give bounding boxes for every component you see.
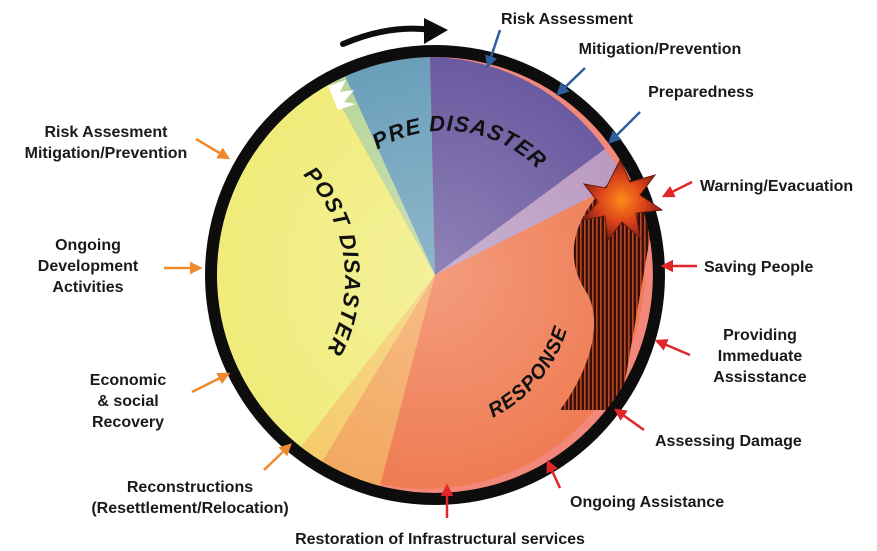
label-ongoing-dev-2: Development: [38, 258, 139, 275]
label-saving: Saving People: [704, 259, 813, 276]
label-economic-1: Economic: [90, 372, 167, 389]
label-risk-mitigation-left-1: Risk Assesment: [44, 124, 168, 141]
arrow-warning: [661, 180, 693, 198]
label-warning: Warning/Evacuation: [700, 178, 853, 195]
label-reconstructions-2: (Resettlement/Relocation): [91, 500, 288, 517]
ring-break: [328, 80, 356, 110]
arrow-risk-assessment: [485, 29, 502, 69]
label-ongoing-dev-1: Ongoing: [55, 237, 121, 254]
cycle-arrowhead: [424, 18, 448, 44]
label-reconstructions-1: Reconstructions: [127, 479, 253, 496]
label-providing-1: Providing: [723, 327, 797, 344]
label-ongoing-assistance: Ongoing Assistance: [570, 494, 724, 511]
label-providing-2: Immeduate: [718, 348, 803, 365]
label-risk-mitigation-left-2: Mitigation/Prevention: [25, 145, 188, 162]
arrow-providing: [654, 339, 691, 357]
cycle-direction-arrow: [340, 25, 435, 47]
label-mitigation: Mitigation/Prevention: [579, 41, 742, 58]
label-restoration: Restoration of Infrastructural services: [295, 531, 585, 548]
arrow-preparedness: [608, 111, 641, 144]
arrow-ongoing-assistance: [546, 459, 562, 489]
label-economic-2: & social: [97, 393, 158, 410]
phase-disc: [217, 57, 653, 493]
label-providing-3: Assisstance: [713, 369, 806, 386]
arrow-risk-mitigation-left: [195, 137, 231, 160]
arrow-reconstructions: [263, 443, 292, 471]
arrow-mitigation: [556, 67, 586, 96]
label-economic-3: Recovery: [92, 414, 164, 431]
arrow-economic: [191, 372, 231, 394]
disaster-burst-icon: [580, 158, 664, 242]
label-risk-assessment: Risk Assessment: [501, 11, 634, 28]
response-striped-edge: [560, 180, 653, 410]
label-assessing: Assessing Damage: [655, 433, 802, 450]
arrow-assessing: [613, 408, 645, 432]
label-ongoing-dev-3: Activities: [52, 279, 123, 296]
label-preparedness: Preparedness: [648, 84, 754, 101]
